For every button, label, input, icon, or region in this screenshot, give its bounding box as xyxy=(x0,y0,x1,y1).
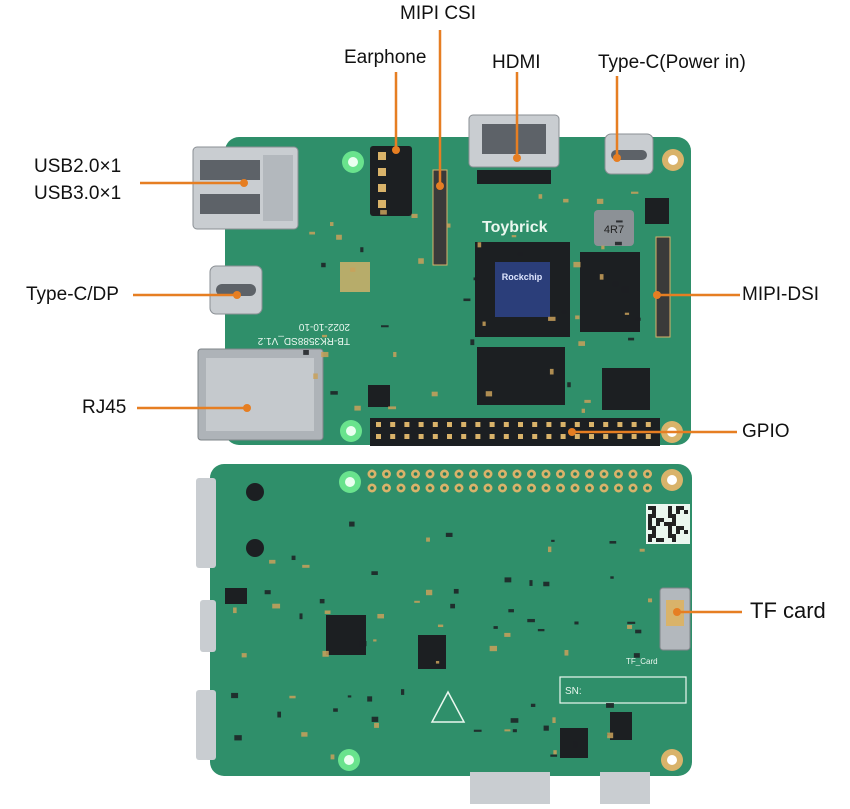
callout-dots xyxy=(233,146,681,616)
rj45-port xyxy=(197,348,324,441)
button xyxy=(246,483,264,501)
label-gpio: GPIO xyxy=(742,421,790,442)
button xyxy=(246,539,264,557)
sn-box xyxy=(559,676,687,704)
mipi-dsi-connector xyxy=(655,236,671,338)
side-connector xyxy=(196,478,216,568)
label-tf-card: TF card xyxy=(750,598,826,623)
usb-port-stack xyxy=(192,146,299,230)
label-rj45: RJ45 xyxy=(82,397,127,418)
brand-silkscreen: Toybrick xyxy=(482,219,548,236)
top-board: 4R7 Toybrick Rockchip TB-RK3588SD_V1.2 2… xyxy=(192,114,691,446)
esd-warning-icon xyxy=(430,690,466,723)
small-chip xyxy=(368,385,390,407)
soc-marking: Rockchip xyxy=(502,272,543,282)
label-mipi-csi: MIPI CSI xyxy=(400,3,477,24)
side-connector xyxy=(196,690,216,760)
label-hdmi: HDMI xyxy=(492,52,541,73)
chip xyxy=(225,588,247,604)
bottom-pcb xyxy=(210,464,692,776)
label-usb2: USB2.0×1 xyxy=(34,156,122,177)
chip xyxy=(610,712,632,740)
label-earphone: Earphone xyxy=(344,47,427,68)
gpio-header xyxy=(370,418,660,446)
label-usb3: USB3.0×1 xyxy=(34,183,122,204)
side-connector xyxy=(200,600,216,652)
tf-card-silkscreen: TF_Card xyxy=(626,657,658,666)
hdmi-port xyxy=(468,114,560,184)
typec-edge xyxy=(600,772,650,804)
chip xyxy=(326,615,366,655)
model-silkscreen: TB-RK3588SD_V1.2 xyxy=(257,335,350,346)
label-mipi-dsi: MIPI-DSI xyxy=(742,284,820,305)
label-typec-power: Type-C(Power in) xyxy=(598,52,746,73)
inductor-marking: 4R7 xyxy=(604,224,624,236)
earphone-jack xyxy=(370,146,412,216)
gpio-through-holes xyxy=(367,469,652,493)
inductor xyxy=(594,210,634,246)
sn-silkscreen: SN: xyxy=(565,686,582,697)
top-pcb xyxy=(225,137,691,445)
soc-chip: Rockchip xyxy=(475,242,570,337)
callout-lines xyxy=(133,30,742,614)
chip xyxy=(418,635,446,669)
label-typec-dp: Type-C/DP xyxy=(26,284,119,305)
qr-code xyxy=(646,504,690,544)
date-silkscreen: 2022-10-10 xyxy=(298,321,350,332)
test-pads xyxy=(340,262,370,292)
pmic-chip xyxy=(602,368,650,410)
ram-chip xyxy=(580,252,640,332)
smd-components xyxy=(231,191,653,760)
small-chip xyxy=(645,198,669,224)
bottom-board: TF_Card SN: xyxy=(196,464,692,804)
hdmi-edge xyxy=(470,772,550,804)
